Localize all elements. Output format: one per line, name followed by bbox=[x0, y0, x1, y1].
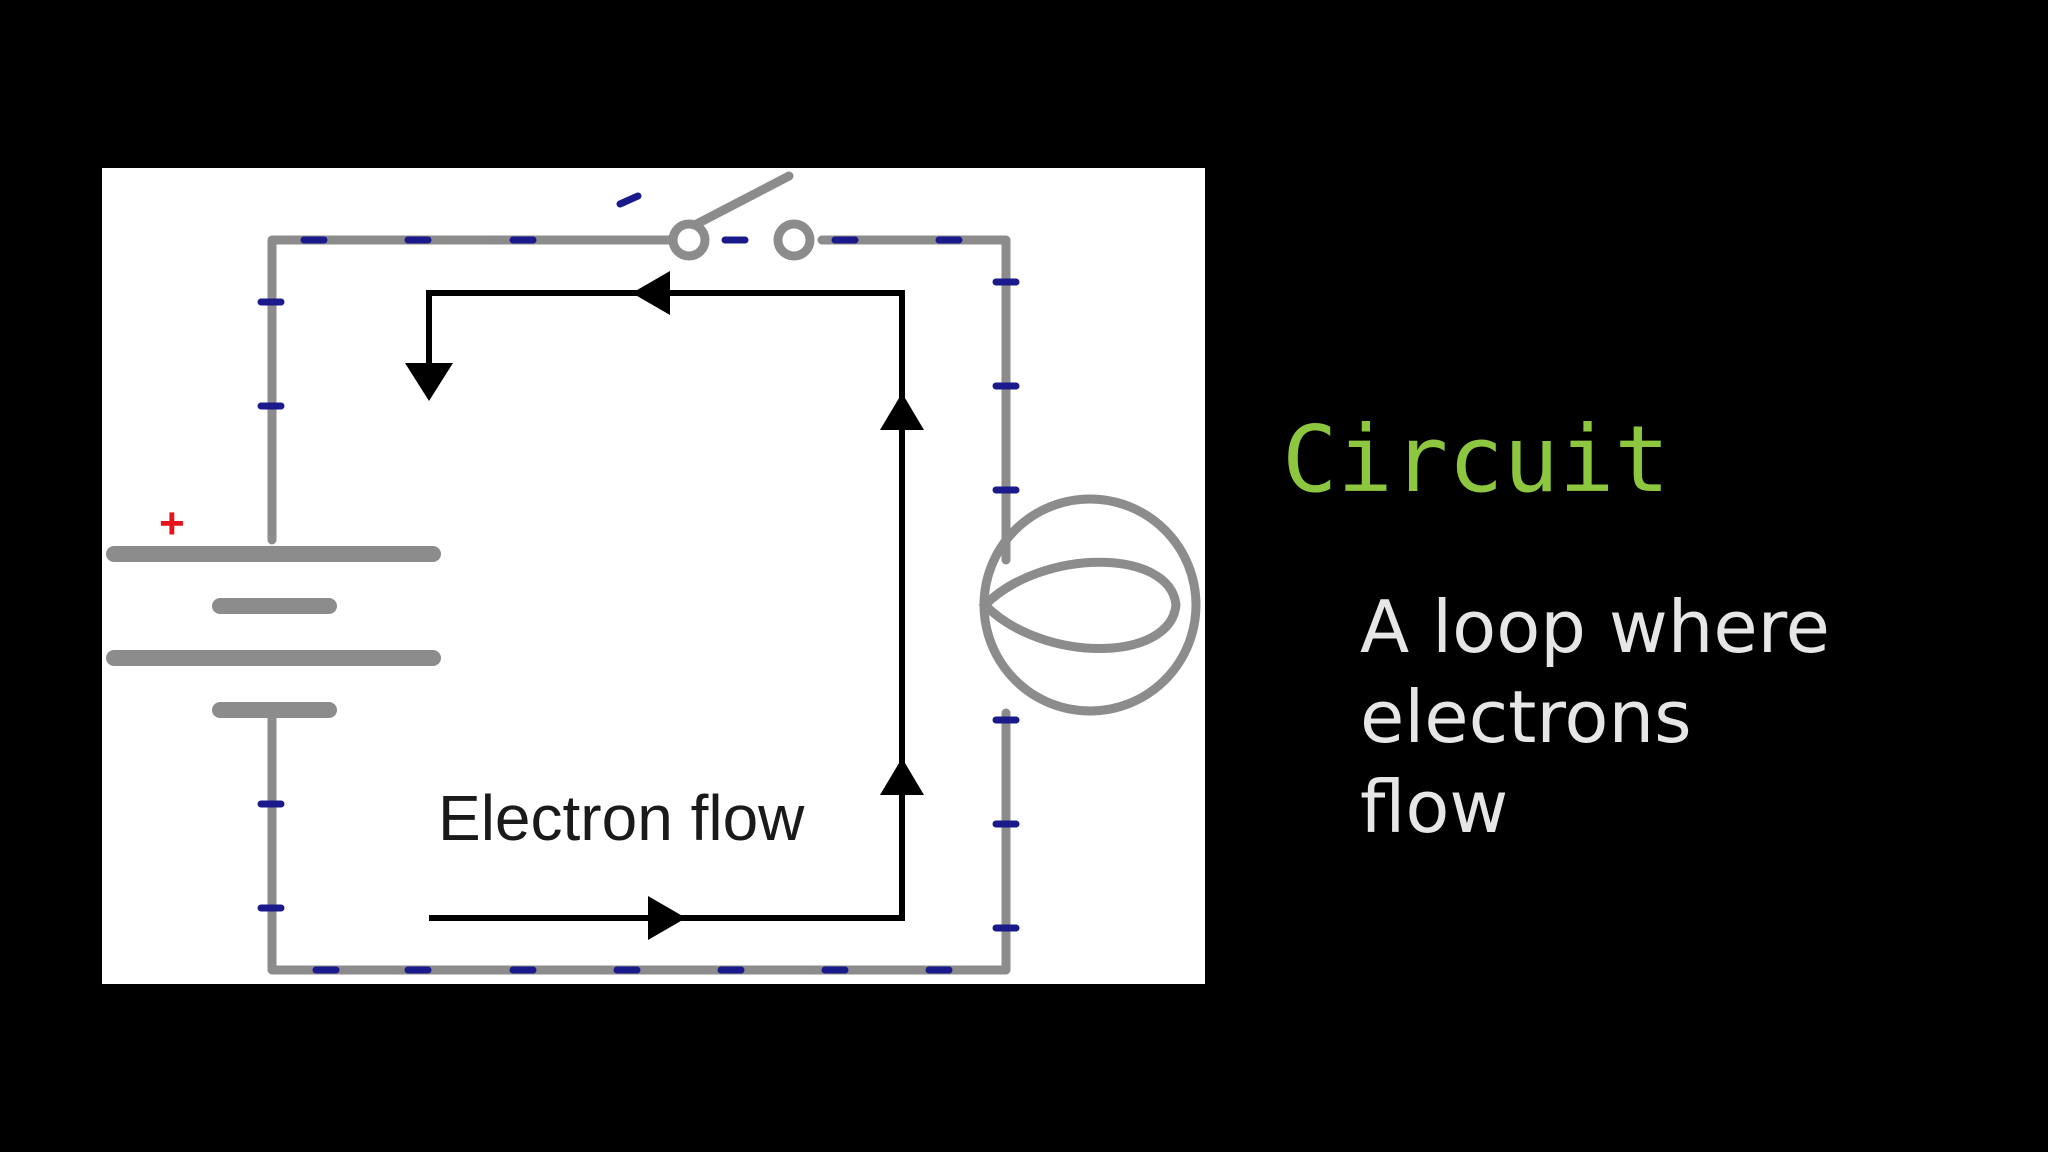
slide-body: A loop where electrons flow bbox=[1360, 582, 1830, 852]
bulb bbox=[978, 494, 1201, 716]
slide-body-line: A loop where bbox=[1360, 585, 1830, 669]
charge-marks bbox=[257, 192, 1020, 974]
circuit-diagram: + bbox=[102, 168, 1205, 984]
bulb-filament bbox=[978, 557, 1181, 653]
flow-arrowhead-bottom bbox=[648, 896, 686, 940]
slide-body-line: flow bbox=[1360, 765, 1509, 849]
electron-flow-arrow bbox=[405, 271, 924, 940]
slide-title: Circuit bbox=[1282, 406, 1670, 513]
electron-flow-label: Electron flow bbox=[438, 782, 805, 854]
flow-path bbox=[426, 290, 905, 921]
circuit-svg: + bbox=[106, 171, 1201, 975]
wire-top-right bbox=[817, 235, 1011, 565]
switch bbox=[668, 171, 815, 261]
switch-contact-right bbox=[773, 219, 815, 261]
battery bbox=[106, 546, 441, 718]
flow-arrowhead-top bbox=[632, 271, 670, 315]
flow-arrowhead-up-upper bbox=[880, 393, 924, 430]
battery-plus-symbol: + bbox=[159, 499, 185, 548]
bulb-globe bbox=[979, 494, 1201, 716]
flow-arrowhead-up-lower bbox=[880, 758, 924, 795]
switch-contact-left bbox=[668, 219, 710, 261]
switch-blade-open-diagonal bbox=[684, 171, 794, 233]
wire-top-left bbox=[267, 235, 677, 545]
flow-arrowhead-down bbox=[405, 363, 453, 401]
slide-body-line: electrons bbox=[1360, 675, 1692, 759]
circuit-wires bbox=[267, 235, 1011, 975]
